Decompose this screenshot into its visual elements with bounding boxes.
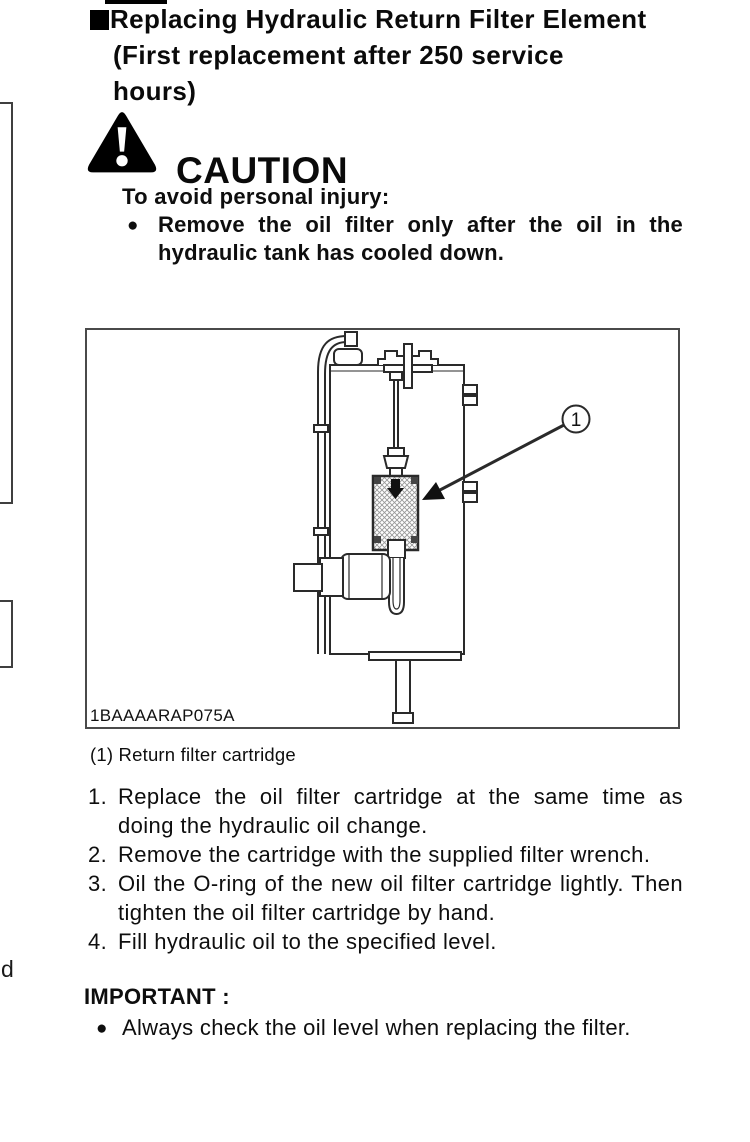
figure-caption: (1) Return filter cartridge xyxy=(90,744,296,765)
step-text: Replace the oil filter cartridge at the … xyxy=(118,782,683,840)
box-edge-fragment xyxy=(0,600,13,668)
step-number: 2. xyxy=(88,842,108,867)
caution-title: CAUTION xyxy=(176,150,349,191)
step-row: 1. Replace the oil filter cartridge at t… xyxy=(88,782,683,840)
bullet-dot: ● xyxy=(127,215,139,236)
table-edge-fragment xyxy=(0,102,13,504)
side-port-fitting xyxy=(293,553,391,600)
black-square-marker xyxy=(90,10,109,30)
callout-arrow xyxy=(422,423,565,500)
caution-bullet-text: Remove the oil filter only after the oil… xyxy=(158,211,683,267)
step-number: 1. xyxy=(88,784,108,809)
step-line: Replace the oil filter cartridge at the … xyxy=(118,784,683,809)
step-line: Remove the cartridge with the supplied f… xyxy=(118,842,651,867)
important-title: IMPORTANT : xyxy=(84,984,230,1009)
filter-cartridge xyxy=(371,474,420,559)
important-block: IMPORTANT : ● Always check the oil level… xyxy=(84,983,684,1042)
heading-line-3: hours) xyxy=(113,76,197,106)
bullet-dot: ● xyxy=(96,1018,108,1039)
step-row: 2. Remove the cartridge with the supplie… xyxy=(88,840,683,869)
breather-hose xyxy=(313,331,358,654)
hydraulic-tank-diagram: 1 xyxy=(293,331,591,724)
figure-panel: 1 1BAAAARAP075A xyxy=(85,328,680,729)
drain-pipe xyxy=(368,651,462,724)
mounting-bracket xyxy=(370,343,446,389)
heading-line-1: Replacing Hydraulic Return Filter Elemen… xyxy=(90,1,695,37)
caution-line: Remove the oil filter only after the oil… xyxy=(158,212,683,237)
heading-text: Replacing Hydraulic Return Filter Elemen… xyxy=(110,4,647,34)
caution-line: hydraulic tank has cooled down. xyxy=(158,240,505,265)
right-fittings xyxy=(462,384,478,503)
stray-letter: d xyxy=(1,956,14,982)
caution-bullet-item: ● Remove the oil filter only after the o… xyxy=(127,211,683,267)
step-row: 4. Fill hydraulic oil to the specified l… xyxy=(88,927,683,956)
step-text: Remove the cartridge with the supplied f… xyxy=(118,840,683,869)
step-number: 3. xyxy=(88,871,108,896)
step-text: Oil the O-ring of the new oil filter car… xyxy=(118,869,683,927)
warning-triangle-icon xyxy=(87,112,157,173)
step-line: doing the hydraulic oil change. xyxy=(118,813,428,838)
filler-cap xyxy=(333,348,363,366)
step-line: tighten the oil filter cartridge by hand… xyxy=(118,900,496,925)
heading-line-2: (First replacement after 250 service xyxy=(113,40,564,70)
cut-content-fragment-top xyxy=(105,0,167,4)
suspension-rod xyxy=(382,380,410,477)
suction-strainer xyxy=(388,558,405,616)
step-number: 4. xyxy=(88,929,108,954)
section-heading: Replacing Hydraulic Return Filter Elemen… xyxy=(90,1,695,109)
step-text: Fill hydraulic oil to the specified leve… xyxy=(118,927,683,956)
important-bullet-item: ● Always check the oil level when replac… xyxy=(84,1014,684,1042)
important-bullet-text: Always check the oil level when replacin… xyxy=(122,1015,631,1040)
callout-circle: 1 xyxy=(561,404,591,434)
step-line: Fill hydraulic oil to the specified leve… xyxy=(118,929,497,954)
figure-code: 1BAAAARAP075A xyxy=(90,706,235,725)
caution-lead: To avoid personal injury: xyxy=(122,184,390,209)
callout-number: 1 xyxy=(571,410,582,431)
step-row: 3. Oil the O-ring of the new oil filter … xyxy=(88,869,683,927)
procedure-steps: 1. Replace the oil filter cartridge at t… xyxy=(88,782,683,956)
step-line: Oil the O-ring of the new oil filter car… xyxy=(118,871,683,896)
